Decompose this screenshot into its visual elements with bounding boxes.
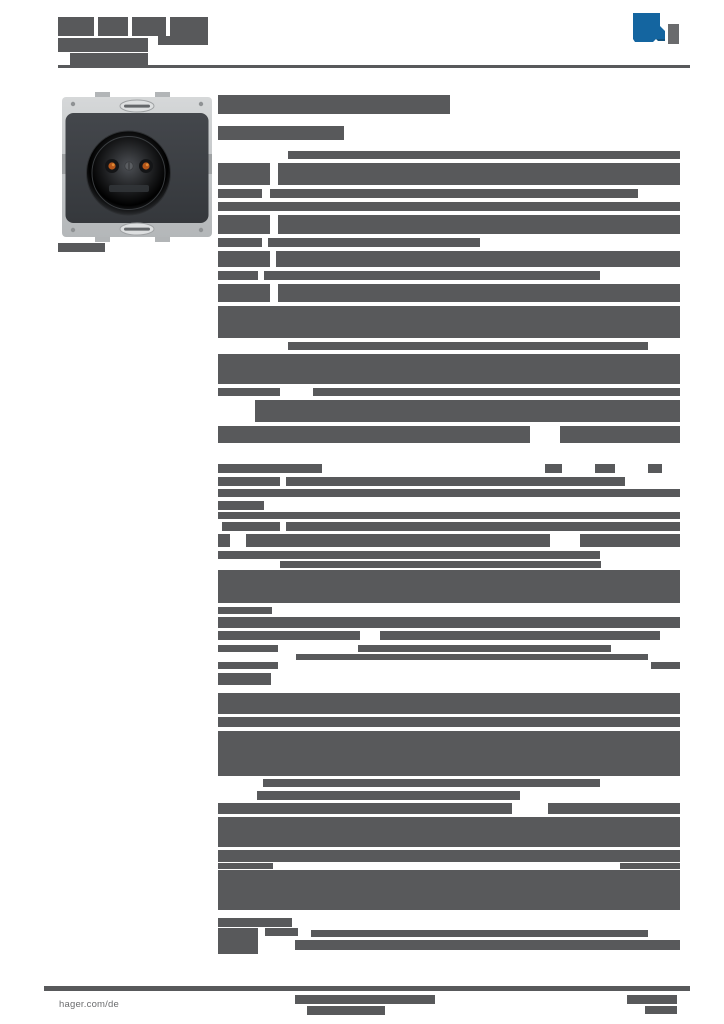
redacted-body (286, 477, 625, 486)
redacted-body (288, 151, 680, 159)
redacted-header-title (70, 53, 148, 65)
redacted-body (218, 388, 280, 396)
redacted-body (218, 426, 530, 443)
redacted-header-title (170, 17, 208, 36)
mount-tab (95, 234, 110, 242)
redacted-body (218, 717, 680, 727)
redacted-body (218, 284, 270, 302)
hager-logo-icon (633, 13, 665, 42)
redacted-body (246, 534, 550, 547)
redacted-body (218, 803, 512, 814)
redacted-body (218, 501, 264, 510)
footer-url-box: hager.com/de (56, 991, 168, 1017)
redacted-body (218, 617, 680, 628)
product-photo (62, 92, 212, 242)
redacted-body (218, 512, 680, 519)
footer-url-link[interactable]: hager.com/de (59, 998, 119, 1010)
redacted-body (264, 271, 600, 280)
redacted-body (268, 238, 480, 247)
redacted-body (218, 163, 270, 185)
redacted-body (313, 388, 680, 396)
mount-tab (95, 92, 110, 100)
redacted-footer-blocks (295, 995, 435, 1004)
redacted-body (263, 779, 600, 787)
redacted-body (218, 189, 262, 198)
redacted-body (218, 534, 230, 547)
redacted-body (286, 522, 680, 531)
redacted-header-title (132, 17, 166, 36)
redacted-footer-rule (44, 986, 690, 991)
redacted-body (218, 631, 360, 640)
redacted-body (218, 731, 680, 776)
redacted-body (278, 163, 680, 185)
redacted-body (218, 918, 292, 927)
redacted-header-title (158, 36, 208, 45)
redacted-body (218, 306, 680, 338)
redacted-body (311, 930, 648, 937)
redacted-body (218, 607, 272, 614)
redacted-product-caption (58, 243, 105, 252)
redacted-body (218, 354, 680, 384)
logo-side-mark (668, 24, 679, 44)
redacted-main-heading (218, 95, 450, 114)
redacted-body (278, 284, 680, 302)
redacted-body (276, 251, 680, 267)
mount-tab (155, 92, 170, 100)
redacted-body (268, 202, 680, 211)
redacted-body (222, 522, 280, 531)
redacted-main-subheading (218, 126, 344, 140)
redacted-body (218, 464, 322, 473)
redacted-body (265, 928, 298, 936)
socket-well (86, 130, 171, 216)
redacted-body (580, 534, 680, 547)
redacted-body (278, 215, 680, 234)
redacted-body (648, 464, 662, 473)
redacted-body (255, 400, 680, 422)
redacted-body (218, 489, 680, 497)
redacted-body (218, 850, 680, 862)
redacted-header-title (58, 17, 94, 36)
redacted-body (218, 645, 278, 652)
redacted-body (218, 870, 680, 910)
redacted-body (218, 570, 680, 603)
redacted-body (218, 693, 680, 714)
redacted-body (270, 189, 638, 198)
redacted-body (545, 464, 562, 473)
mount-tab (155, 234, 170, 242)
redacted-body (358, 645, 611, 652)
redacted-body (560, 426, 680, 443)
redacted-footer-blocks (645, 1006, 677, 1014)
redacted-footer-blocks (627, 995, 677, 1004)
redacted-body (218, 662, 278, 669)
redacted-body (218, 202, 268, 211)
redacted-body (218, 551, 600, 559)
redacted-body (218, 928, 258, 954)
redacted-body (218, 477, 280, 486)
redacted-body (548, 803, 680, 814)
redacted-body (288, 342, 648, 350)
redacted-body (295, 940, 680, 950)
redacted-footer-blocks (307, 1006, 385, 1015)
redacted-header-title (98, 17, 128, 36)
redacted-header-title (58, 38, 148, 52)
redacted-body (620, 863, 680, 869)
redacted-body (218, 817, 680, 847)
redacted-body (651, 662, 680, 669)
redacted-body (296, 654, 648, 660)
engraved-rating (109, 185, 149, 192)
redacted-body (595, 464, 615, 473)
redacted-body (218, 215, 270, 234)
redacted-body (257, 791, 520, 800)
redacted-body (218, 251, 270, 267)
redacted-body (218, 863, 273, 869)
redacted-body (218, 673, 271, 685)
redacted-body (218, 238, 262, 247)
redacted-body (380, 631, 660, 640)
redacted-body (218, 271, 258, 280)
socket-image (62, 92, 212, 242)
redacted-header-rule (58, 65, 690, 68)
hager-logo (632, 11, 682, 45)
redacted-body (280, 561, 601, 568)
